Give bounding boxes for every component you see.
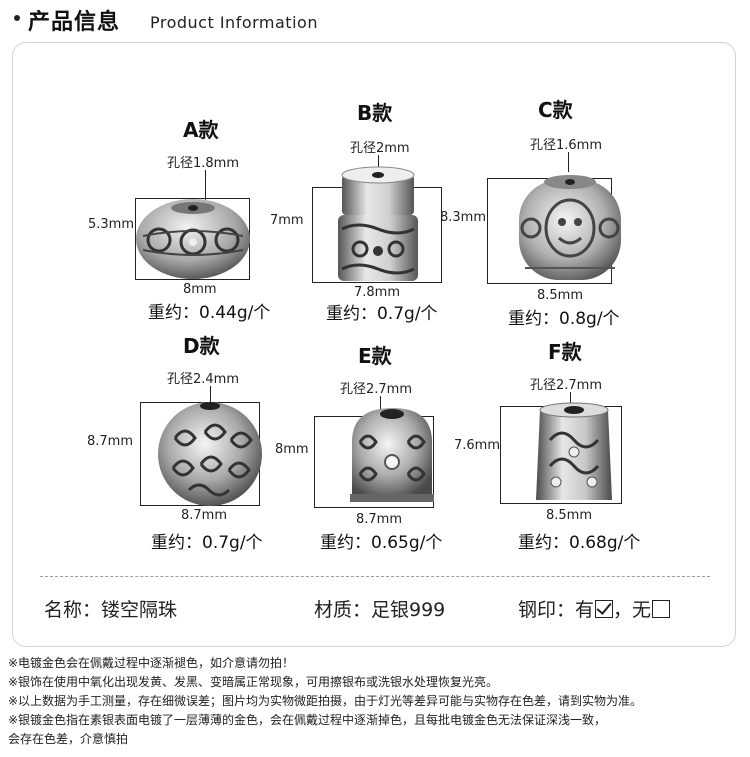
bead-title: E款 [358, 344, 392, 368]
checked-box-icon [595, 600, 614, 618]
height-dimension: 7mm [270, 213, 304, 228]
section-header: 产品信息 Product Information [0, 0, 750, 44]
width-dimension: 8mm [183, 282, 217, 297]
hole-size-label: 孔径2.7mm [340, 382, 413, 397]
bead-item-e: E款 孔径2.7mm 8mm 8.7mm 重约：0.65g/个 [272, 338, 502, 568]
hole-size-label: 孔径1.6mm [530, 138, 603, 153]
bead-item-c: C款 孔径1.6mm 8.3mm 8.5mm 重约：0.8g/个 [440, 92, 670, 329]
height-dimension: 8.3mm [440, 210, 487, 225]
bead-f-image [536, 402, 612, 500]
height-dimension: 8.7mm [87, 434, 134, 449]
weight-label: 重约：0.7g/个 [326, 304, 438, 324]
hole-size-label: 孔径2mm [350, 141, 410, 156]
width-dimension: 7.8mm [354, 285, 401, 300]
section-title-cn: 产品信息 [28, 10, 121, 35]
spec-name: 名称：镂空隔珠 [44, 599, 178, 621]
bead-item-a: A款 孔径1.8mm 5.3mm 8mm 重约：0.44g/个 [80, 112, 310, 342]
bead-title: B款 [357, 101, 393, 125]
section-title-en: Product Information [150, 13, 318, 32]
note-line: ※电镀金色会在佩戴过程中逐渐褪色，如介意请勿拍！ [8, 656, 295, 670]
bead-item-b: B款 孔径2mm 7mm 7.8mm 重约：0.7g/个 [270, 95, 500, 325]
bead-e-image [350, 408, 434, 502]
unchecked-box-icon [652, 600, 671, 618]
note-line: ※以上数据为手工测量，存在细微误差；图片均为实物微距拍摄，由于灯光等差异可能与实… [8, 694, 643, 708]
dashed-divider [40, 576, 710, 577]
note-line: ※银饰在使用中氧化出现发黄、发黑、变暗属正常现象，可用擦银布或洗银水处理恢复光亮… [8, 675, 499, 689]
spec-stamp: 钢印：有 ，无 [518, 595, 671, 622]
notes-block: ※电镀金色会在佩戴过程中逐渐褪色，如介意请勿拍！ ※银饰在使用中氧化出现发黄、发… [8, 654, 743, 749]
width-dimension: 8.5mm [546, 508, 593, 523]
weight-label: 重约：0.7g/个 [151, 533, 263, 553]
weight-label: 重约：0.8g/个 [508, 309, 620, 329]
hole-size-label: 孔径2.4mm [167, 372, 240, 387]
stamp-label: 钢印：有 [518, 599, 595, 621]
height-dimension: 5.3mm [88, 217, 135, 232]
bead-b-image [338, 166, 418, 281]
hole-leader-line [570, 392, 571, 406]
hole-size-label: 孔径2.7mm [530, 378, 603, 393]
width-dimension: 8.7mm [181, 508, 228, 523]
bead-title: C款 [538, 98, 573, 122]
hole-leader-line [210, 386, 211, 402]
note-line: ※银镀金色指在素银表面电镀了一层薄薄的金色，会在佩戴过程中逐渐掉色，且每批电镀金… [8, 713, 607, 727]
bead-title: F款 [548, 340, 582, 364]
hole-leader-line [205, 170, 206, 206]
bead-item-f: F款 孔径2.7mm 7.6mm 8.5mm 重约：0.68g/个 [452, 334, 682, 564]
weight-label: 重约：0.44g/个 [148, 303, 271, 323]
stamp-separator: ，无 [613, 599, 652, 621]
hole-size-label: 孔径1.8mm [167, 156, 240, 171]
weight-label: 重约：0.68g/个 [518, 533, 641, 553]
bead-d-image [158, 402, 262, 506]
note-line: 会存在色差，介意慎拍 [8, 732, 129, 746]
height-dimension: 7.6mm [454, 438, 501, 453]
bead-c-image [519, 175, 621, 280]
width-dimension: 8.7mm [356, 512, 403, 527]
width-dimension: 8.5mm [537, 288, 584, 303]
bead-item-d: D款 孔径2.4mm 8.7mm 8.7mm 重约：0.7g/个 [85, 328, 315, 558]
height-dimension: 8mm [275, 442, 309, 457]
product-info-panel [12, 42, 736, 647]
bead-title: D款 [183, 334, 220, 358]
spec-material: 材质：足银999 [314, 599, 446, 621]
bead-a-image [136, 199, 250, 279]
bullet-dot [14, 15, 20, 21]
hole-leader-line [568, 152, 569, 172]
hole-leader-line [380, 396, 381, 410]
weight-label: 重约：0.65g/个 [320, 533, 443, 553]
bead-title: A款 [183, 118, 219, 142]
